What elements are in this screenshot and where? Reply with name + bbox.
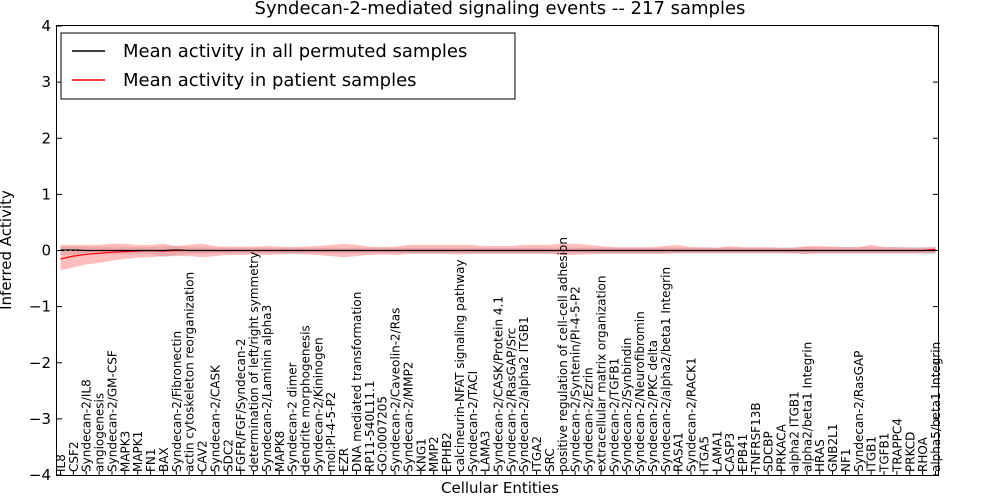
x-tick-label: Syndecan-2/Caveolin-2/Ras	[389, 308, 403, 472]
legend: Mean activity in all permuted samples Me…	[60, 32, 516, 100]
x-tick-label: alpha2/beta1 Integrin	[800, 342, 814, 472]
x-tick-label: TGFB1	[878, 433, 892, 473]
x-tick-label: PRKCD	[903, 432, 917, 472]
x-tick-label: Syndecan-2/TGFB1	[607, 358, 621, 472]
x-tick-label: EPHB2	[440, 432, 454, 472]
x-tick-label: alpha5/beta1 Integrin	[929, 342, 943, 472]
x-tick-label: Syndecan-2/Kininogen	[311, 337, 325, 472]
x-tick-label: ITGB1	[865, 436, 879, 472]
x-tick-label: TNFRSF13B	[749, 402, 763, 473]
x-tick-label: Syndecan-2/Neurofibromin	[633, 311, 647, 472]
y-tick-label: −2	[29, 354, 51, 372]
x-tick-label: alpha2 ITGB1	[787, 391, 801, 472]
x-tick-label: Syndecan-2/RACK1	[685, 357, 699, 472]
x-tick-label: GNB2L1	[826, 424, 840, 472]
x-tick-label: TRAPPC4	[890, 418, 904, 473]
x-tick-label: DNA mediated transformation	[350, 292, 364, 472]
y-tick-label: 2	[41, 129, 51, 147]
x-tick-label: HRAS	[813, 439, 827, 472]
x-tick-label: determination of left/right symmetry	[247, 252, 261, 472]
y-tick-label: −3	[29, 410, 51, 428]
x-tick-label: Syndecan-2/CASK	[208, 364, 222, 472]
y-tick-label: 3	[41, 73, 51, 91]
x-tick-label: RP11-540L11.1	[363, 381, 377, 472]
x-tick-label: PRKACA	[775, 423, 789, 472]
x-tick-label: IL8	[54, 454, 68, 472]
x-tick-label: Syndecan-2/CASK/Protein 4.1	[492, 296, 506, 472]
x-tick-label: Syndecan-2/Synbindin	[620, 338, 634, 472]
x-tick-label: CAV2	[196, 440, 210, 472]
x-tick-label: Syndecan-2/Laminin alpha3	[260, 305, 274, 472]
x-tick-label: MMP2	[427, 436, 441, 472]
x-tick-label: Syndecan-2/GM-CSF	[105, 350, 119, 472]
x-tick-label: NF1	[839, 448, 853, 472]
x-tick-label: KNG1	[414, 438, 428, 472]
chart-title: Syndecan-2-mediated signaling events -- …	[255, 0, 746, 19]
x-tick-label: BAX	[157, 447, 171, 472]
x-tick-label: Syndecan-2/Syntenin/PI-4-5-P2	[569, 286, 583, 472]
x-tick-label: LAMA1	[710, 431, 724, 472]
x-tick-label: ITGA5	[697, 436, 711, 472]
y-tick-label: −1	[29, 298, 51, 316]
x-tick-label: SDC2	[221, 439, 235, 472]
band-series-0	[60, 246, 936, 258]
x-tick-label: Syndecan-2/TACI	[466, 371, 480, 472]
legend-box	[60, 32, 516, 100]
x-tick-label: RHOA	[916, 436, 930, 472]
line-series-0	[60, 249, 936, 252]
x-tick-label: actin cytoskeleton reorganization	[183, 272, 197, 472]
x-tick-label: MAPK3	[118, 431, 132, 472]
x-tick-label: mol:PI-4-5-P2	[324, 392, 338, 472]
x-axis-title: Cellular Entities	[441, 479, 559, 497]
y-tick-label: −4	[29, 466, 51, 484]
x-tick-label: RASA1	[672, 432, 686, 472]
x-tick-label: Syndecan-2/Fibronectin	[170, 331, 184, 472]
x-tick-label: FGFR/FGF/Syndecan-2	[234, 339, 248, 472]
y-tick-label: 1	[41, 185, 51, 203]
x-tick-label: LAMA3	[479, 431, 493, 472]
y-tick-label: 4	[41, 17, 51, 35]
plot-area	[57, 243, 938, 271]
x-tick-label: dendrite morphogenesis	[298, 325, 312, 472]
y-tick-label: 0	[41, 242, 51, 260]
x-tick-label: SRC	[543, 448, 557, 472]
x-tick-label: Syndecan-2/RasGAP	[852, 351, 866, 472]
x-tick-label: Syndecan-2 dimer	[286, 362, 300, 472]
x-tick-label: Syndecan-2/IL8	[80, 379, 94, 472]
x-tick-label: GO:0007205	[376, 396, 390, 472]
legend-label-permuted: Mean activity in all permuted samples	[123, 41, 467, 62]
x-tick-label: Syndecan-2/alpha2/beta1 Integrin	[659, 267, 673, 472]
x-tick-label: EPB41	[736, 434, 750, 472]
x-tick-label: Syndecan-2/alpha2 ITGB1	[517, 316, 531, 472]
plot-frame	[56, 25, 939, 476]
x-tick-label: extracellular matrix organization	[594, 276, 608, 473]
x-tick-label: MAPK8	[273, 431, 287, 472]
x-tick-label: Syndecan-2/RasGAP/Src	[504, 328, 518, 472]
x-tick-label: CASP3	[723, 433, 737, 472]
x-tick-label: FN1	[144, 448, 158, 472]
x-tick-label: angiogenesis	[93, 393, 107, 472]
x-tick-label: positive regulation of cell-cell adhesio…	[556, 237, 570, 472]
x-tick-label: Syndecan-2/Ezrin	[582, 367, 596, 472]
x-tick-label: Syndecan-2/PKC delta	[646, 340, 660, 472]
x-tick-label: EZR	[337, 448, 351, 472]
x-tick-label: SDCBP	[762, 431, 776, 472]
band-series-1	[60, 243, 936, 271]
y-axis: −4 −3 −2 −1 0 1 2 3 4	[29, 17, 938, 484]
x-tick-label: calcineurin-NFAT signaling pathway	[453, 259, 467, 472]
x-axis: IL8CSF2Syndecan-2/IL8angiogenesisSyndeca…	[54, 237, 943, 475]
x-tick-label: CSF2	[67, 441, 81, 472]
y-axis-title: Inferred Activity	[0, 190, 15, 310]
x-tick-label: MAPK1	[131, 431, 145, 472]
x-tick-label: ITGA2	[530, 436, 544, 472]
x-tick-label: Syndecan-2/MMP2	[401, 362, 415, 472]
legend-label-patient: Mean activity in patient samples	[123, 70, 417, 91]
